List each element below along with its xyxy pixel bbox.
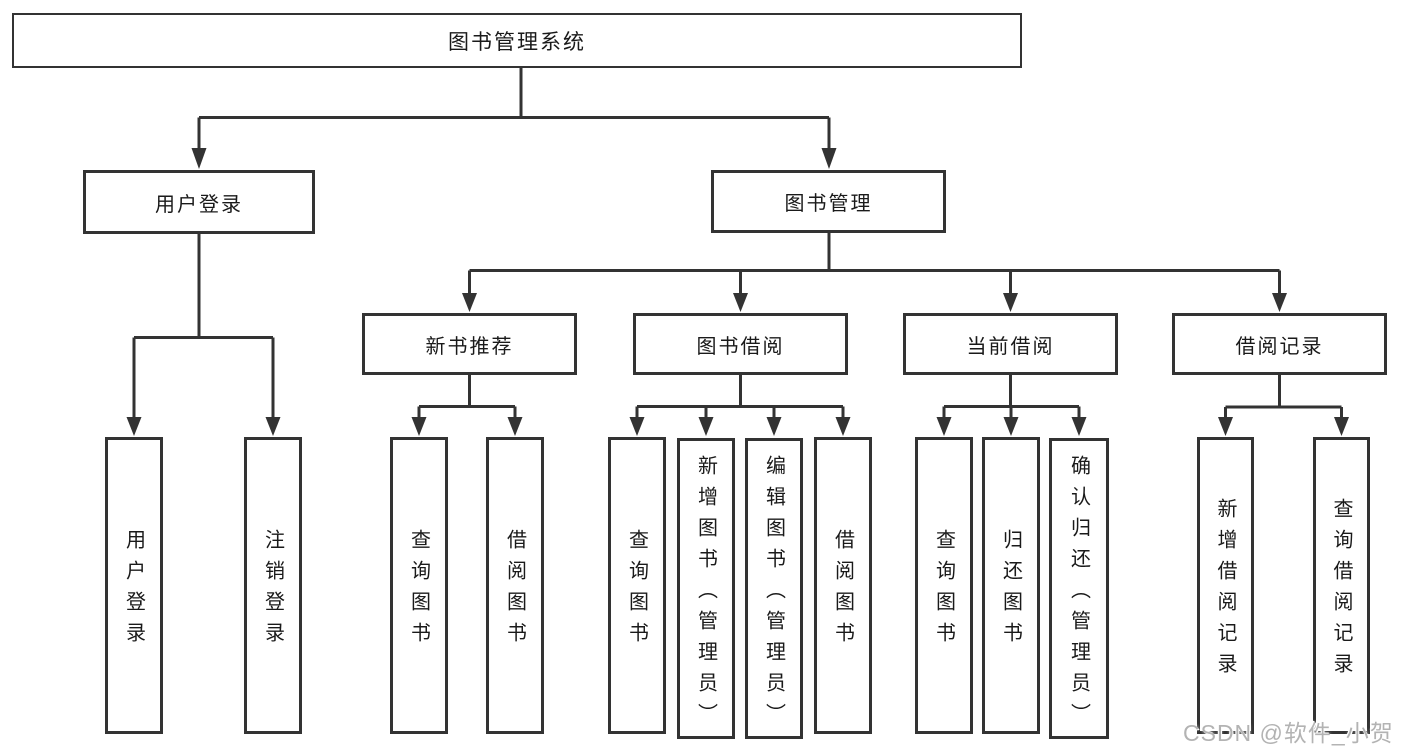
leaf-records-add-borrow-record: 新增借阅记录 bbox=[1197, 437, 1254, 734]
arrowhead-down-icon bbox=[835, 417, 851, 436]
arrowhead-down-icon bbox=[1071, 417, 1087, 436]
arrowhead-down-icon bbox=[126, 417, 142, 436]
leaf-records-query-borrow-record: 查询借阅记录 bbox=[1313, 437, 1370, 734]
leaf-label: 借阅图书 bbox=[503, 529, 526, 653]
leaf-current-query-books: 查询图书 bbox=[915, 437, 973, 734]
connector-book-borrowing-children bbox=[629, 375, 851, 436]
connector-line bbox=[197, 68, 831, 150]
arrowhead-down-icon bbox=[1272, 293, 1287, 312]
leaf-label: 新增借阅记录 bbox=[1214, 498, 1236, 684]
leaf-label: 查询图书 bbox=[407, 529, 430, 653]
arrowhead-down-icon bbox=[411, 417, 427, 436]
arrowhead-down-icon bbox=[698, 417, 714, 436]
node-library-management-system: 图书管理系统 bbox=[12, 13, 1022, 68]
leaf-current-confirm-return-admin: 确认归还（管理员） bbox=[1049, 438, 1109, 739]
leaf-current-return-books: 归还图书 bbox=[982, 437, 1040, 734]
arrowhead-down-icon bbox=[733, 293, 748, 312]
leaf-borrowing-query-books: 查询图书 bbox=[608, 437, 666, 734]
connector-line bbox=[635, 375, 845, 419]
leaf-label: 归还图书 bbox=[999, 529, 1022, 653]
connector-new-book-recommendation-children bbox=[411, 375, 523, 436]
leaf-borrowing-borrow-books: 借阅图书 bbox=[814, 437, 872, 734]
node-book-management: 图书管理 bbox=[711, 170, 946, 233]
leaf-label: 借阅图书 bbox=[831, 529, 854, 653]
leaf-label: 查询图书 bbox=[625, 529, 648, 653]
connector-user-login-children bbox=[126, 234, 281, 436]
leaf-label: 确认归还（管理员） bbox=[1067, 454, 1090, 734]
arrowhead-down-icon bbox=[1003, 417, 1019, 436]
leaf-user-login: 用户登录 bbox=[105, 437, 163, 734]
arrowhead-down-icon bbox=[821, 148, 837, 169]
leaf-label: 用户登录 bbox=[122, 529, 145, 653]
connector-line bbox=[1224, 375, 1343, 419]
arrowhead-down-icon bbox=[462, 293, 477, 312]
node-current-borrowing: 当前借阅 bbox=[903, 313, 1118, 375]
arrowhead-down-icon bbox=[191, 148, 207, 169]
leaf-label: 编辑图书（管理员） bbox=[762, 454, 785, 734]
watermark-text: CSDN @软件_小贺同学 bbox=[1183, 720, 1394, 746]
arrowhead-down-icon bbox=[1334, 417, 1349, 436]
node-user-login: 用户登录 bbox=[83, 170, 315, 234]
leaf-label: 注销登录 bbox=[261, 529, 284, 653]
connector-line bbox=[132, 234, 275, 419]
leaf-label: 新增图书（管理员） bbox=[694, 454, 717, 734]
node-new-book-recommendation: 新书推荐 bbox=[362, 313, 577, 375]
leaf-logout: 注销登录 bbox=[244, 437, 302, 734]
leaf-borrowing-edit-books-admin: 编辑图书（管理员） bbox=[745, 438, 803, 739]
connector-book-management-children bbox=[462, 233, 1287, 312]
arrowhead-down-icon bbox=[629, 417, 645, 436]
connector-line bbox=[942, 375, 1081, 419]
arrowhead-down-icon bbox=[507, 417, 523, 436]
leaf-borrowing-add-books-admin: 新增图书（管理员） bbox=[677, 438, 735, 739]
arrowhead-down-icon bbox=[1003, 293, 1018, 312]
connector-borrowing-records-children bbox=[1218, 375, 1349, 436]
leaf-recommend-query-books: 查询图书 bbox=[390, 437, 448, 734]
leaf-label: 查询图书 bbox=[932, 529, 955, 653]
connector-line bbox=[417, 375, 517, 419]
leaf-recommend-borrow-books: 借阅图书 bbox=[486, 437, 544, 734]
node-borrowing-records: 借阅记录 bbox=[1172, 313, 1387, 375]
arrowhead-down-icon bbox=[936, 417, 952, 436]
arrowhead-down-icon bbox=[1218, 417, 1233, 436]
connector-line bbox=[468, 233, 1281, 295]
connector-root-to-level2 bbox=[191, 68, 837, 169]
leaf-label: 查询借阅记录 bbox=[1330, 498, 1352, 684]
node-book-borrowing: 图书借阅 bbox=[633, 313, 848, 375]
arrowhead-down-icon bbox=[766, 417, 782, 436]
connector-current-borrowing-children bbox=[936, 375, 1087, 436]
arrowhead-down-icon bbox=[265, 417, 281, 436]
